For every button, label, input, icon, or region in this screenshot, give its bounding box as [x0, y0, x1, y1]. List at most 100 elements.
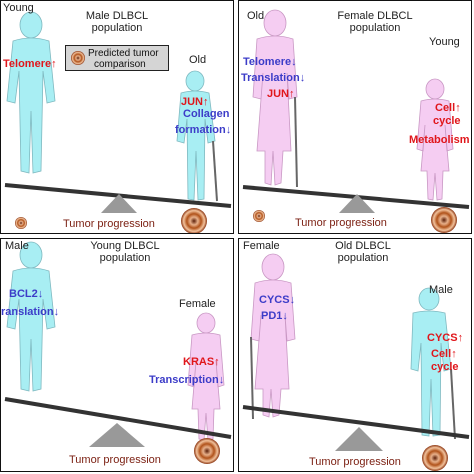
panel-1-graphics — [4, 11, 232, 233]
panel-title: Young DLBCL population — [75, 240, 175, 264]
marker-label: formation — [175, 123, 226, 136]
marker-label: Cell — [435, 102, 456, 114]
title-line-2: population — [91, 21, 143, 34]
title-line-2: population — [337, 251, 389, 264]
marker-label: Translation — [241, 72, 300, 84]
seesaw-beam — [4, 397, 232, 439]
legend-text: Predicted tumor comparison — [88, 48, 159, 70]
marker-label: Metabolism — [409, 134, 470, 146]
marker-cell-cycle: Cell↑ cycle — [433, 99, 461, 127]
tumor-small — [15, 217, 27, 229]
down-arrow-icon: ↓ — [37, 288, 44, 300]
fulcrum — [89, 423, 145, 447]
title-line-1: Female DLBCL — [337, 10, 413, 22]
marker-label: BCL2 — [9, 288, 38, 300]
marker-collagen-formation: Collagen formation↓ — [175, 108, 232, 137]
fulcrum — [339, 194, 375, 213]
marker-jun: JUN↑ — [181, 93, 209, 110]
fulcrum — [335, 427, 383, 451]
down-arrow-icon: ↓ — [53, 306, 60, 318]
tumor-progression-label: Tumor progression — [69, 454, 161, 466]
marker-label: JUN — [181, 96, 204, 108]
down-arrow-icon: ↓ — [299, 72, 306, 84]
marker-translation: Translation↓ — [241, 69, 305, 86]
right-group-label: Female — [179, 298, 216, 310]
up-arrow-icon: ↑ — [289, 88, 295, 100]
marker-label: CYCS — [427, 332, 458, 344]
marker-label: Telomere — [243, 56, 292, 68]
right-group-label: Young — [429, 36, 460, 48]
marker-translation: ranslation↓ — [1, 303, 59, 320]
marker-label: JUN — [267, 88, 290, 100]
panel-young-dlbcl: Young DLBCL population Male Female BCL2↓… — [0, 238, 234, 472]
marker-label: cycle — [431, 360, 459, 373]
marker-label: Telomere — [3, 58, 52, 70]
marker-label: CYCS — [259, 294, 290, 306]
marker-label: PD1 — [261, 310, 283, 322]
left-group-label: Female — [243, 240, 280, 252]
panel-female-dlbcl: Female DLBCL population Old Young Telome… — [238, 0, 472, 234]
marker-label: Cell — [431, 348, 452, 360]
legend-line-2: comparison — [94, 59, 146, 70]
down-arrow-icon: ↓ — [291, 56, 297, 68]
marker-bcl2: BCL2↓ — [9, 285, 43, 302]
panel-old-dlbcl: Old DLBCL population Female Male CYCS↓ P… — [238, 238, 472, 472]
title-line-1: Young DLBCL — [90, 240, 160, 252]
title-line-2: population — [99, 251, 151, 264]
marker-label: Collagen — [183, 108, 230, 120]
right-group-label: Male — [429, 284, 453, 296]
down-arrow-icon: ↓ — [282, 310, 288, 322]
tumor-progression-label: Tumor progression — [295, 217, 387, 229]
marker-label: KRAS — [183, 356, 215, 368]
old-male-figure — [410, 287, 456, 440]
tumor-progression-label: Tumor progression — [309, 456, 401, 468]
legend-box: Predicted tumor comparison — [65, 45, 169, 71]
marker-label: cycle — [433, 114, 461, 127]
up-arrow-icon: ↑ — [457, 332, 464, 344]
marker-metabolism: Metabolism↑ — [409, 131, 471, 148]
title-line-1: Old DLBCL — [335, 240, 391, 252]
down-arrow-icon: ↓ — [289, 294, 296, 306]
tumor-small — [253, 210, 265, 222]
panel-2-graphics — [242, 9, 470, 233]
tumor-large — [194, 438, 220, 464]
young-male-figure — [6, 241, 56, 392]
left-group-label: Young — [3, 2, 34, 14]
marker-telomere: Telomere↑ — [3, 55, 57, 72]
marker-cycs: CYCS↓ — [259, 291, 295, 308]
old-female-figure — [252, 9, 298, 188]
tumor-progression-label: Tumor progression — [63, 218, 155, 230]
marker-pd1: PD1↓ — [261, 307, 288, 324]
title-line-2: population — [349, 21, 401, 34]
young-female-figure — [416, 78, 454, 201]
young-female-figure — [187, 312, 225, 441]
marker-jun: JUN↑ — [267, 85, 295, 102]
legend-tumor-icon — [71, 51, 85, 65]
up-arrow-icon: ↑ — [203, 96, 209, 108]
down-arrow-icon: ↓ — [225, 123, 232, 136]
left-group-label: Male — [5, 240, 29, 252]
old-female-figure — [250, 253, 296, 420]
panel-title: Female DLBCL population — [315, 10, 435, 34]
marker-kras: KRAS↑ — [183, 353, 220, 370]
up-arrow-icon: ↑ — [455, 102, 461, 114]
panel-male-dlbcl: Male DLBCL population Young Old Predicte… — [0, 0, 234, 234]
panel-title: Male DLBCL population — [65, 10, 169, 34]
marker-cell-cycle: Cell↑ cycle — [431, 345, 459, 373]
marker-cycs-up: CYCS↑ — [427, 329, 463, 346]
marker-transcription: Transcription↓ — [149, 371, 224, 388]
panel-4-graphics — [242, 253, 470, 471]
up-arrow-icon: ↑ — [51, 58, 57, 70]
panel-3-graphics — [4, 241, 232, 464]
right-group-label: Old — [189, 54, 207, 66]
fulcrum — [101, 194, 137, 213]
up-arrow-icon: ↑ — [451, 348, 457, 360]
tumor-large — [181, 208, 207, 233]
panel-title: Old DLBCL population — [313, 240, 413, 264]
seesaw-beam — [242, 405, 470, 439]
up-arrow-icon: ↑ — [214, 356, 220, 368]
marker-label: Transcription — [149, 374, 219, 386]
marker-telomere: Telomere↓ — [243, 53, 297, 70]
tumor-large — [431, 207, 457, 233]
